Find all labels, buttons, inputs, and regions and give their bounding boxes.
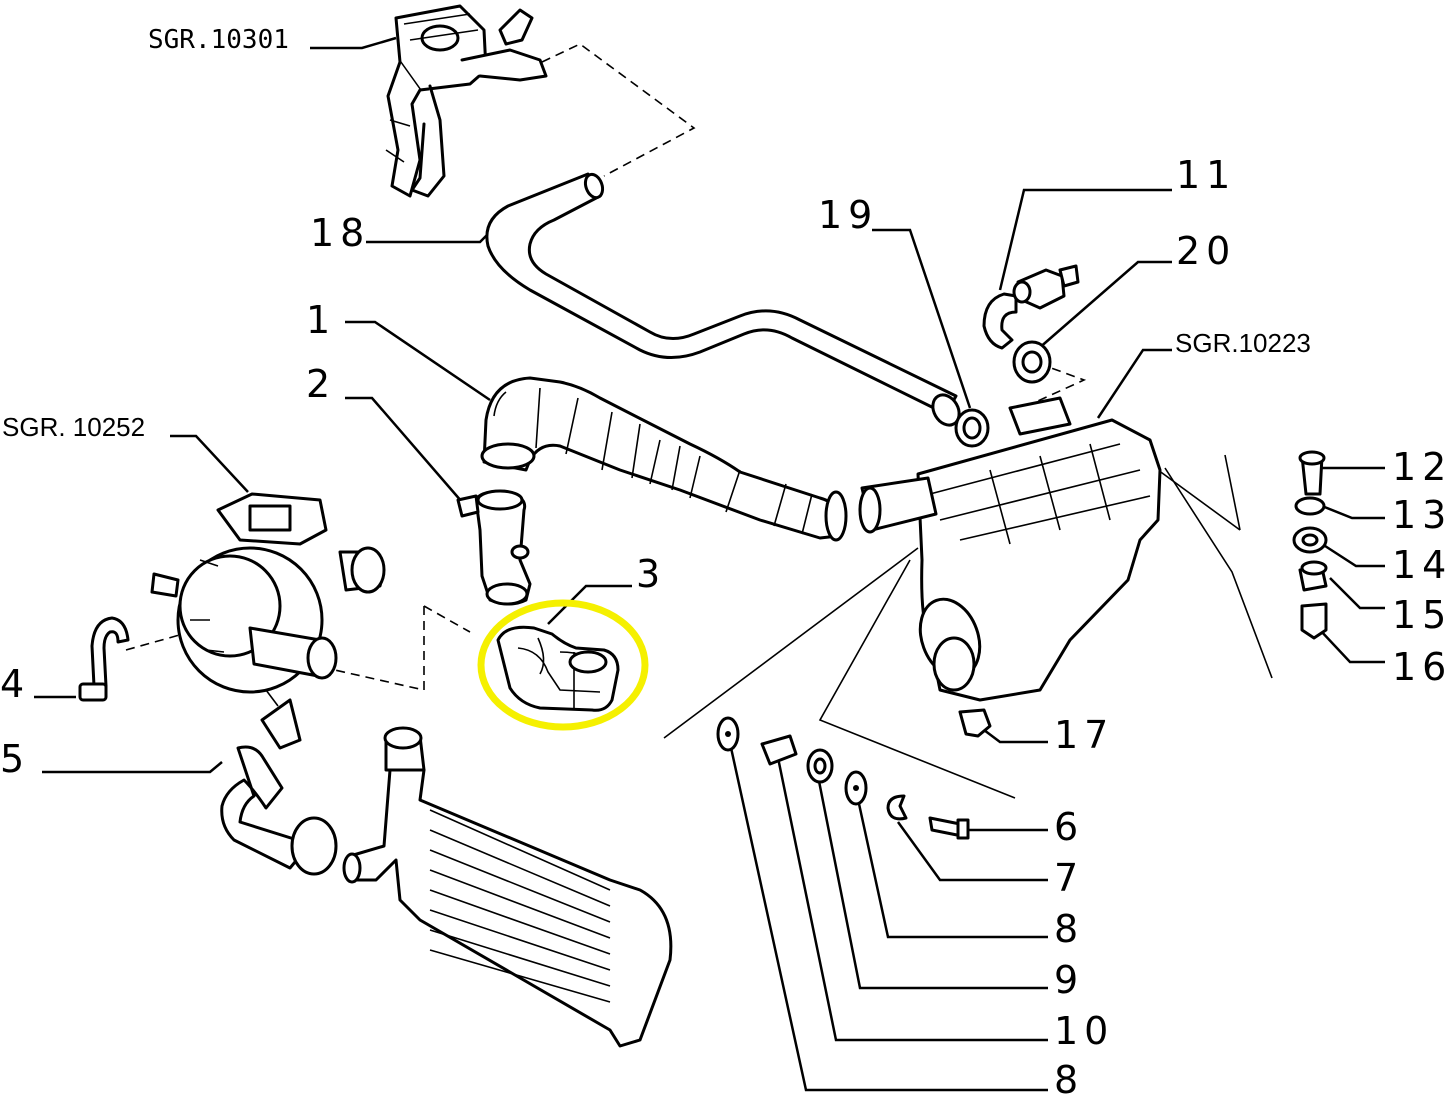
callout-numbers: 1 2 3 4 5 6 7 8 9 10 8 11 12 13 14 15 16…: [0, 153, 1445, 1096]
intercooler: [342, 726, 673, 1048]
label-7: 7: [1054, 856, 1084, 900]
turbocharger: [150, 492, 386, 750]
label-10: 10: [1054, 1009, 1114, 1053]
leader-lines: [34, 36, 1385, 1092]
label-9: 9: [1054, 958, 1084, 1002]
hose-5: [220, 745, 338, 876]
label-15: 15: [1392, 593, 1445, 637]
washer-13: [1294, 496, 1326, 516]
oil-pipe-4: [78, 616, 130, 702]
label-13: 13: [1392, 493, 1445, 537]
label-11: 11: [1176, 153, 1236, 197]
plug-17: [958, 708, 992, 738]
ref-sgr-10252: SGR. 10252: [2, 412, 145, 442]
nut-16: [1300, 602, 1328, 640]
hose-18: [485, 172, 961, 427]
label-14: 14: [1392, 543, 1445, 587]
label-17: 17: [1054, 713, 1114, 757]
label-18: 18: [310, 211, 370, 255]
label-12: 12: [1392, 445, 1445, 489]
label-6: 6: [1054, 805, 1084, 849]
label-8-b: 8: [1054, 1058, 1084, 1096]
hose-1: [480, 376, 848, 542]
bushing-10: [760, 734, 798, 766]
label-19: 19: [818, 193, 878, 237]
label-3: 3: [636, 552, 666, 596]
hose-11: [982, 264, 1080, 350]
label-5: 5: [0, 737, 30, 781]
ring-20: [1012, 340, 1052, 384]
elbow-2: [456, 489, 532, 606]
clamp-19: [954, 408, 990, 448]
label-16: 16: [1392, 645, 1445, 689]
hardware-parts: [716, 450, 1328, 840]
clip-7: [886, 794, 908, 821]
ref-sgr-10223: SGR.10223: [1175, 328, 1311, 358]
air-box: [858, 396, 1162, 702]
label-1: 1: [306, 298, 336, 342]
valve-bracket-assembly: [385, 4, 548, 198]
hose-3: [496, 625, 620, 712]
label-20: 20: [1176, 229, 1236, 273]
label-8-a: 8: [1054, 907, 1084, 951]
label-4: 4: [0, 662, 30, 706]
label-2: 2: [306, 362, 336, 406]
highlight-ring: [477, 599, 649, 731]
ref-sgr-10301: SGR.10301: [148, 25, 289, 55]
